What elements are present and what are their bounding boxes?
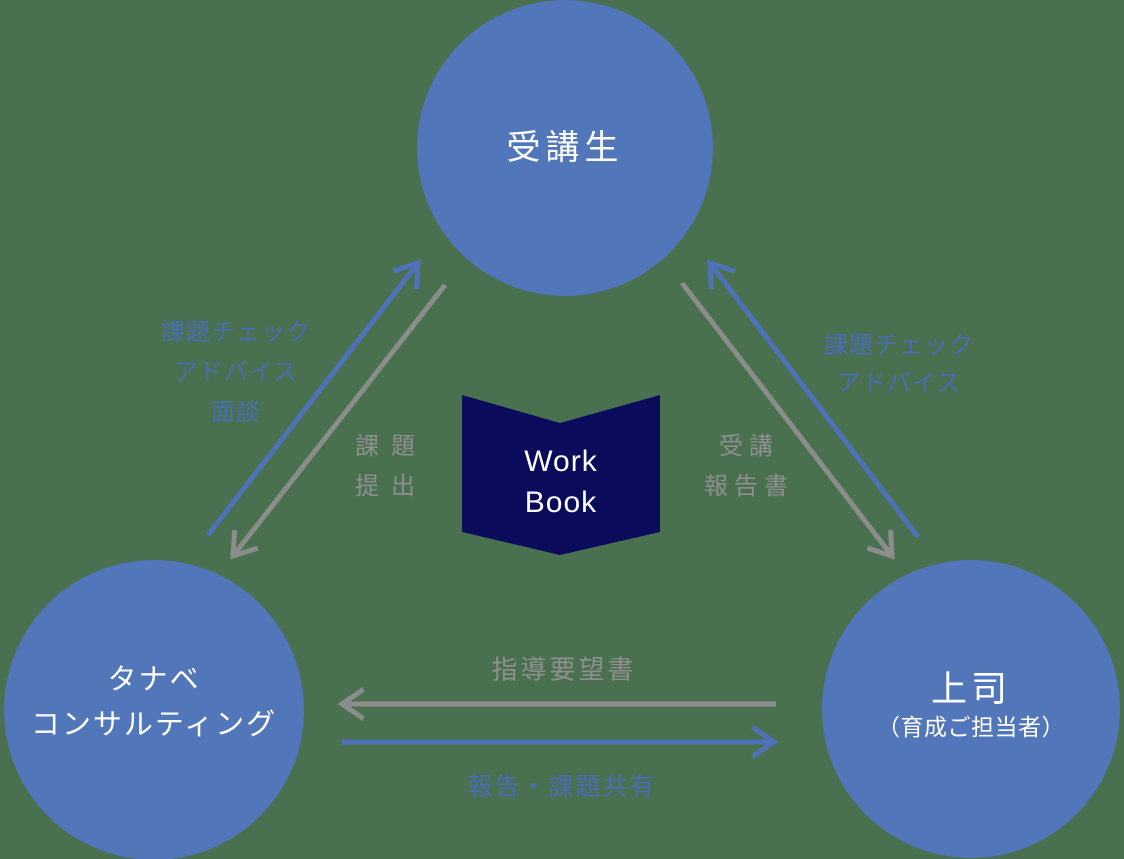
label-line: アドバイス [173, 359, 299, 386]
node-supervisor-label-line1: 上司 [930, 667, 1011, 709]
arrow-tanabe-to-student [206, 259, 421, 537]
node-supervisor: 上司 （育成ご担当者） [822, 560, 1120, 858]
label-line: 課題チェック [824, 332, 974, 359]
arrow-supervisor-to-student-head [707, 259, 736, 290]
workbook-label-line2: Book [524, 486, 598, 519]
arrow-tanabe-to-supervisor-head [751, 725, 779, 759]
arrow-student-to-supervisor-shaft [680, 281, 894, 558]
label-attendance-report: 受講 報告書 [704, 427, 794, 507]
node-tanabe-label-line2: コンサルティング [30, 709, 278, 741]
arrow-tanabe-to-student-shaft [206, 261, 420, 537]
arrow-student-to-tanabe [230, 283, 447, 560]
label-guidance-request: 指導要望書 [491, 654, 637, 685]
arrow-student-to-supervisor [680, 281, 895, 560]
arrow-supervisor-to-student [707, 259, 920, 539]
node-tanabe-label: タナベ コンサルティング [31, 658, 277, 748]
node-tanabe-consulting: タナベ コンサルティング [4, 560, 304, 859]
label-line: 面談 [211, 399, 261, 426]
workbook-label-line1: Work [524, 445, 598, 478]
node-supervisor-label-line2: （育成ご担当者） [877, 713, 1065, 740]
label-line: アドバイス [836, 370, 962, 397]
label-report-task-sharing: 報告・課題共有 [467, 773, 657, 801]
label-line: 課題 [355, 433, 427, 460]
label-line: 課題チェック [161, 319, 311, 346]
node-student: 受講生 [417, 0, 713, 296]
node-student-label: 受講生 [506, 128, 624, 167]
node-supervisor-label: 上司 （育成ご担当者） [877, 666, 1065, 743]
open-book-icon [462, 395, 660, 555]
arrow-student-to-supervisor-head [866, 529, 895, 560]
node-tanabe-label-line1: タナベ [107, 664, 201, 696]
arrow-student-to-tanabe-shaft [231, 283, 447, 558]
arrow-supervisor-to-tanabe-head [337, 687, 365, 721]
arrow-tanabe-to-student-head [392, 259, 421, 290]
arrow-tanabe-to-supervisor [342, 725, 779, 759]
label-task-submission: 課題 提出 [355, 427, 427, 507]
label-line: 報告書 [704, 473, 794, 500]
arrow-supervisor-to-tanabe [337, 687, 776, 721]
workbook-banner [462, 395, 660, 555]
label-line: 提出 [355, 473, 427, 500]
workbook-label: Work Book [462, 441, 660, 523]
label-task-check-advice: 課題チェック アドバイス [824, 327, 974, 403]
arrow-supervisor-to-student-shaft [708, 261, 920, 539]
label-line: 受講 [719, 433, 779, 460]
label-task-check-advice-interview: 課題チェック アドバイス 面談 [161, 313, 311, 433]
arrow-student-to-tanabe-head [230, 529, 259, 560]
